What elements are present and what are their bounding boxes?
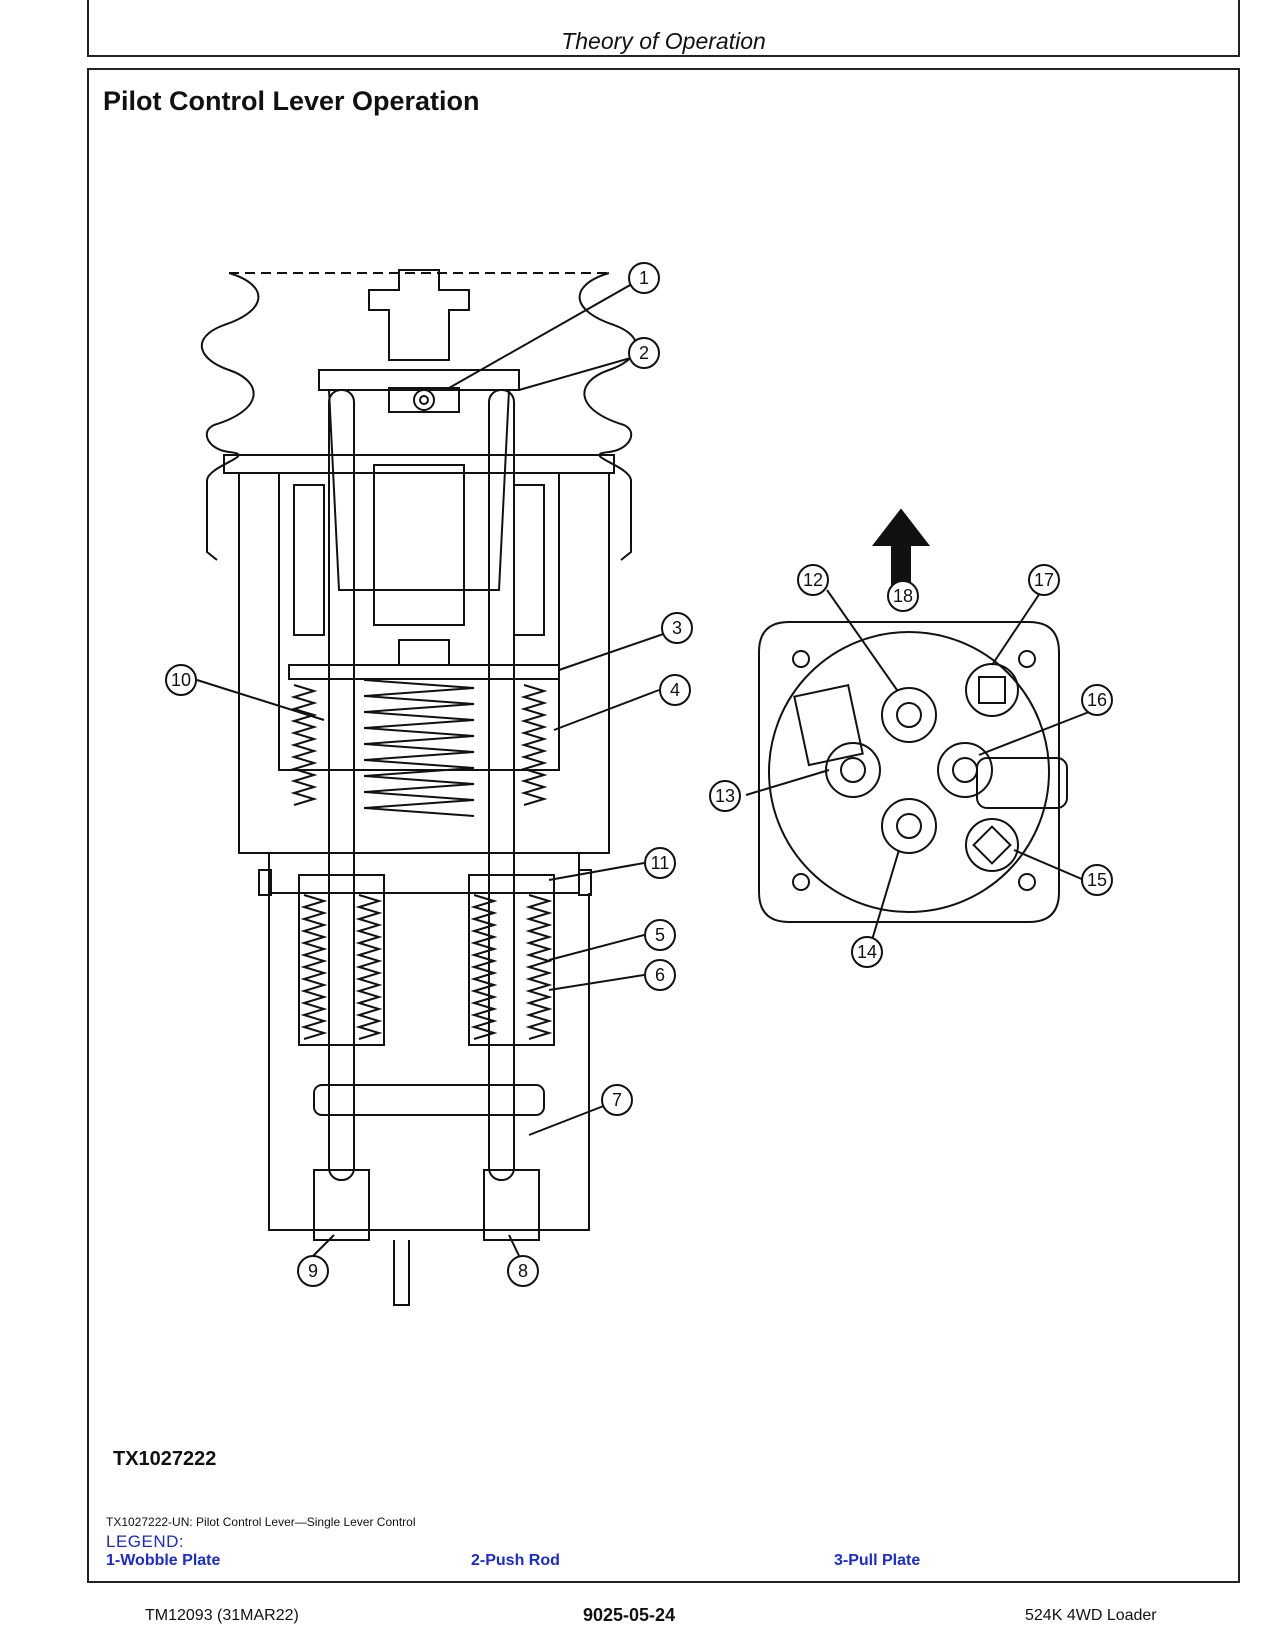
callout-18: 18 xyxy=(893,586,913,606)
pilot-control-lever-illustration: 1 2 3 4 5 6 7 8 9 10 11 12 13 14 15 16 1… xyxy=(165,262,1113,1306)
legend-item-wobble-plate: 1-Wobble Plate xyxy=(106,1552,221,1569)
callout-2: 2 xyxy=(639,343,649,363)
content-box: Pilot Control Lever Operation xyxy=(87,68,1240,1583)
footer-page-number: 9025-05-24 xyxy=(583,1605,676,1625)
callout-17: 17 xyxy=(1034,570,1054,590)
callout-1: 1 xyxy=(639,268,649,288)
legend-title: LEGEND: xyxy=(106,1532,185,1551)
callout-4: 4 xyxy=(670,680,680,700)
callout-5: 5 xyxy=(655,925,665,945)
callout-10: 10 xyxy=(171,670,191,690)
legend-item-push-rod: 2-Push Rod xyxy=(471,1552,560,1569)
callout-13: 13 xyxy=(715,786,735,806)
callout-6: 6 xyxy=(655,965,665,985)
callout-16: 16 xyxy=(1087,690,1107,710)
callout-3: 3 xyxy=(672,618,682,638)
callout-11: 11 xyxy=(651,853,670,873)
callout-8: 8 xyxy=(518,1261,528,1281)
figure-id: TX1027222 xyxy=(113,1448,217,1470)
footer-machine-model: 524K 4WD Loader xyxy=(1025,1607,1157,1624)
page-title: Pilot Control Lever Operation xyxy=(103,86,480,116)
legend-item-pull-plate: 3-Pull Plate xyxy=(834,1552,921,1569)
callout-9: 9 xyxy=(308,1261,318,1281)
callout-12: 12 xyxy=(803,570,823,590)
header-box: Theory of Operation xyxy=(87,0,1240,57)
section-title: Theory of Operation xyxy=(561,28,766,54)
callout-14: 14 xyxy=(857,942,877,962)
callout-15: 15 xyxy=(1087,870,1107,890)
figure-caption: TX1027222-UN: Pilot Control Lever—Single… xyxy=(106,1515,416,1529)
callout-7: 7 xyxy=(612,1090,622,1110)
footer-manual-id: TM12093 (31MAR22) xyxy=(145,1607,299,1624)
